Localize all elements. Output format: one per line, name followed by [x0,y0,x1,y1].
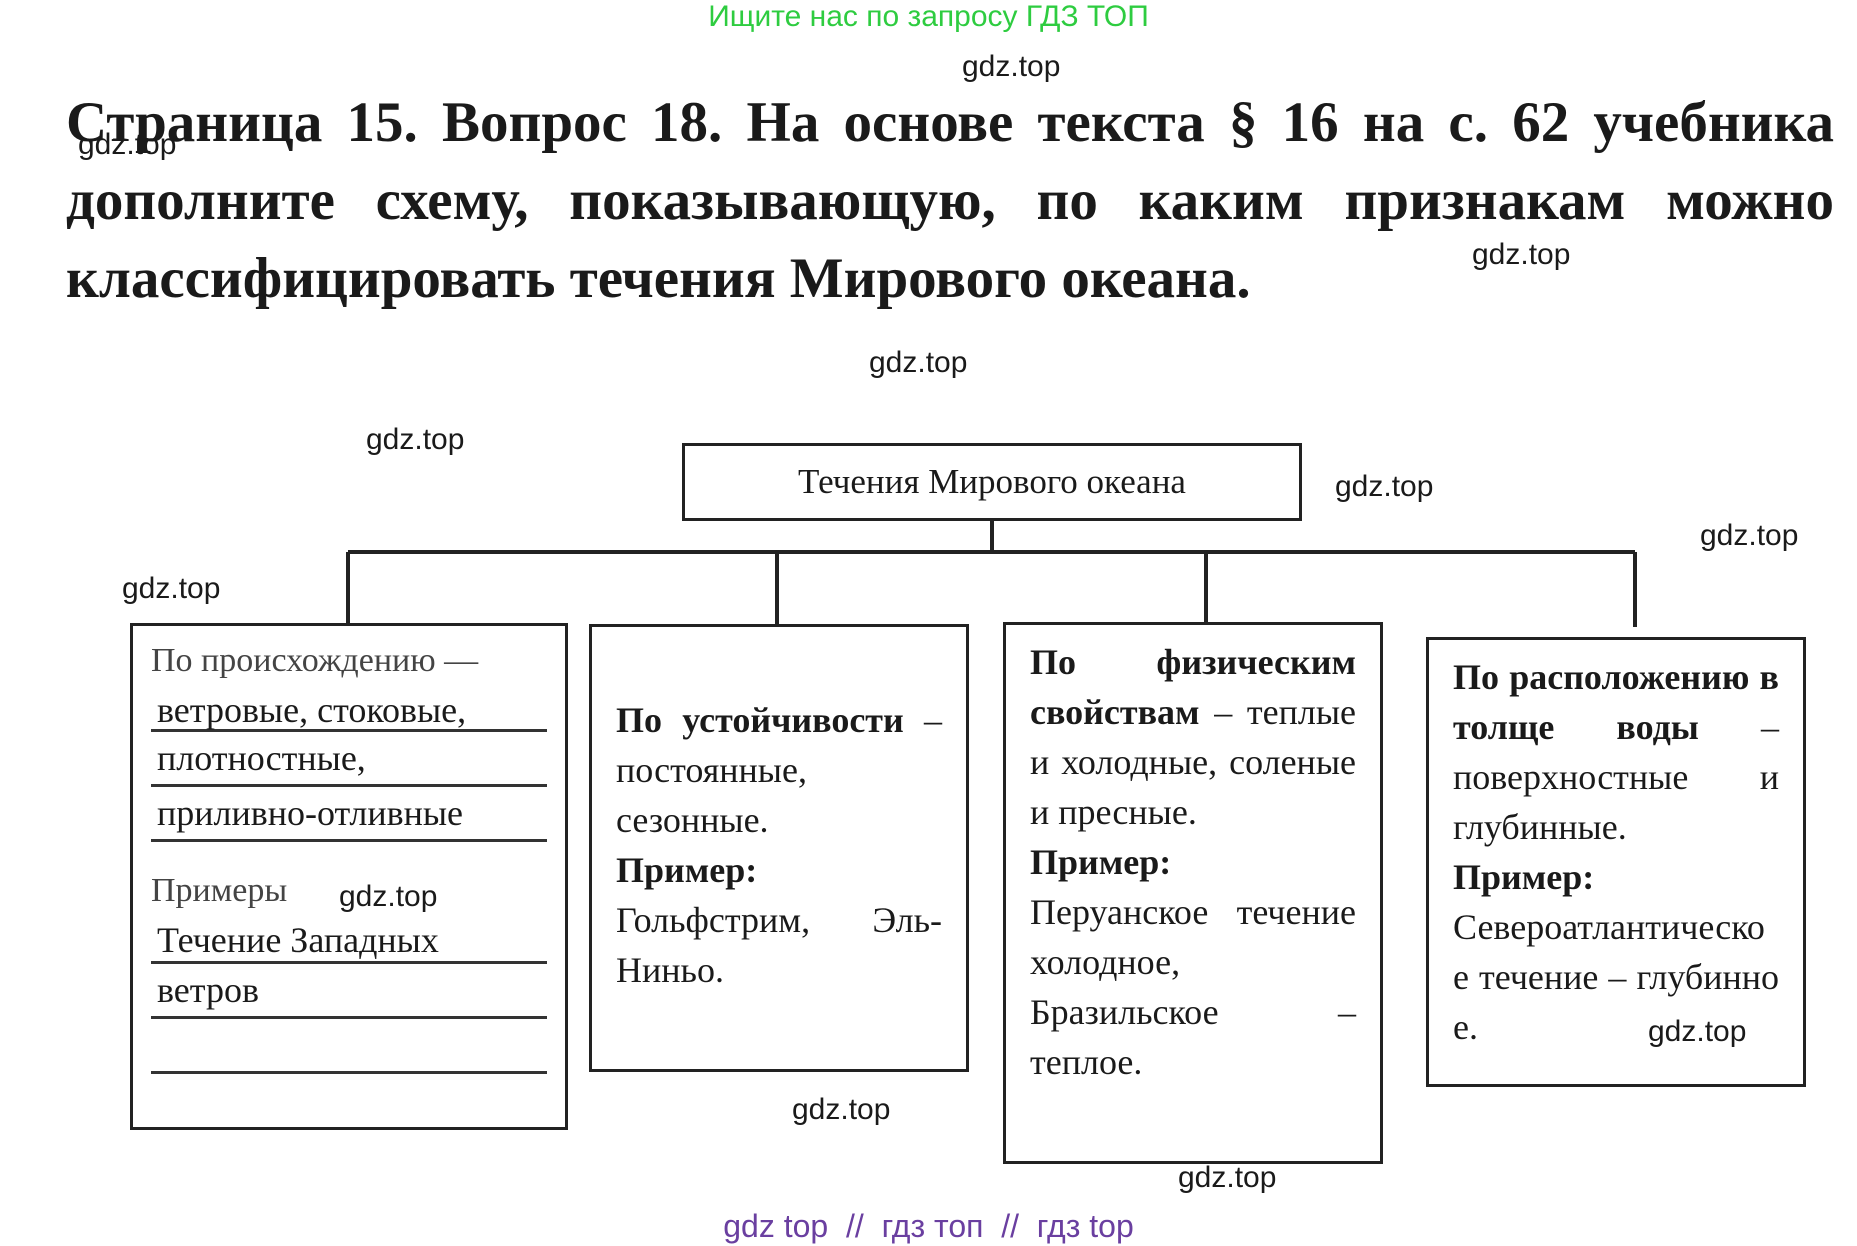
branch-depth-box: По расположению в толще воды – поверхнос… [1426,637,1806,1087]
origin-example-line-1: Течение Западных [151,914,547,964]
watermark: gdz.top [339,880,438,913]
physical-example-label: Пример: [1030,842,1172,882]
stability-text: – постоянные, сезонные. [616,700,942,840]
branch-stability-box: По устойчивости – постоянные, сезонные. … [589,624,969,1072]
stability-title: По устойчивости [616,700,904,740]
watermark: gdz.top [1648,1015,1747,1048]
watermark: gdz.top [78,128,177,161]
depth-title: По расположению в толще воды [1453,657,1779,747]
origin-examples-label: Примеры [151,872,288,909]
origin-example-line-3 [151,1019,547,1074]
watermark: gdz.top [1335,470,1434,503]
footer-links[interactable]: gdz top // гдз топ // гдз top [723,1208,1134,1244]
depth-example-label: Пример: [1453,857,1595,897]
watermark: gdz.top [1472,238,1571,271]
physical-title: По физическим свойствам [1030,642,1356,732]
question-heading: Страница 15. Вопрос 18. На основе текста… [66,91,1834,310]
origin-example-line-2: ветров [151,964,547,1019]
branch-physical-box: По физическим свойствам – теплые и холод… [1003,622,1383,1164]
physical-example: Перуанское течение холодное, Бразильское… [1030,892,1356,1082]
watermark: gdz.top [869,346,968,379]
depth-example: Североатлантическое течение – глубинное. [1453,907,1779,1047]
watermark: gdz.top [1178,1161,1277,1194]
watermark: gdz.top [122,572,221,605]
watermark: gdz.top [1700,519,1799,552]
origin-line-3: приливно-отливные [151,787,547,842]
stability-example-label: Пример: [616,850,758,890]
root-node: Течения Мирового океана [682,443,1302,521]
origin-line-1: ветровые, стоковые, [151,684,547,732]
search-banner: Ищите нас по запросу ГДЗ ТОП [708,0,1149,33]
physical-text: – теплые и холодные, соленые и пресные. [1030,692,1356,832]
watermark: gdz.top [962,50,1061,83]
depth-text: – поверхностные и глубинные. [1453,707,1779,847]
origin-line-2: плотностные, [151,732,547,787]
watermark: gdz.top [366,423,465,456]
origin-label: По происхождению — [151,642,479,679]
branch-origin-box: По происхождению — ветровые, стоковые, п… [130,623,568,1130]
stability-example: Гольфстрим, Эль-Ниньо. [616,900,942,990]
watermark: gdz.top [792,1093,891,1126]
